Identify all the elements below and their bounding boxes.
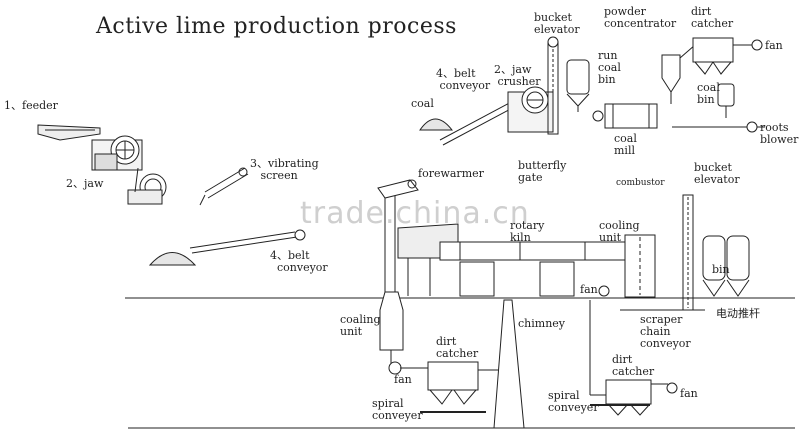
label-coal-mill: coal mill bbox=[614, 132, 637, 157]
coal-mill-drum bbox=[592, 103, 658, 129]
label-fan-mid: fan bbox=[580, 283, 598, 296]
belt-conveyor-low bbox=[189, 229, 306, 254]
dirt-catcher-right-unit bbox=[589, 300, 678, 416]
jaw-crusher-top bbox=[507, 86, 554, 133]
label-powder-concentrator: powder concentrator bbox=[604, 5, 677, 30]
feeder-machine bbox=[37, 124, 101, 141]
label-jaw: 2、jaw bbox=[66, 177, 104, 190]
label-fan-top: fan bbox=[765, 39, 783, 52]
label-rotary-kiln: rotary kiln bbox=[510, 219, 545, 244]
label-spiral-conveyer-left: spiral conveyer bbox=[372, 397, 423, 422]
dirt-catcher-top-unit bbox=[692, 37, 763, 75]
label-bin: bin bbox=[712, 263, 730, 276]
label-roots-blower: roots blower bbox=[760, 121, 799, 146]
label-belt-conveyor-top: 4、belt conveyor bbox=[436, 67, 491, 92]
label-belt-conveyor-low: 4、belt conveyor bbox=[270, 249, 328, 274]
label-scraper-chain-conveyor: scraper chain conveyor bbox=[640, 313, 691, 350]
label-coal: coal bbox=[411, 97, 434, 110]
label-bucket-elevator-top: bucket elevator bbox=[534, 11, 580, 36]
label-cooling-unit-kiln: cooling unit bbox=[599, 219, 640, 244]
cooling-unit-kiln-box bbox=[624, 234, 656, 298]
label-dirt-catcher-left: dirt catcher bbox=[436, 335, 479, 360]
label-combustor: combustor bbox=[616, 178, 665, 188]
coal-bin-tank bbox=[717, 83, 735, 118]
label-coaling-unit: coaling unit bbox=[340, 313, 381, 338]
coaling-unit-column bbox=[379, 291, 404, 375]
stone-pile bbox=[148, 252, 197, 266]
bucket-elevator-top bbox=[547, 36, 559, 135]
label-fan-right: fan bbox=[680, 387, 698, 400]
fan-mid-wheel bbox=[598, 285, 610, 297]
label-dirt-catcher-right: dirt catcher bbox=[612, 353, 655, 378]
label-spiral-conveyer-right: spiral conveyer bbox=[548, 389, 599, 414]
label-electric-pusher: 电动推杆 bbox=[716, 307, 760, 320]
watermark: trade.china.cn bbox=[300, 196, 530, 231]
label-coal-bin: coal bin bbox=[697, 81, 720, 106]
rotary-kiln-body bbox=[397, 223, 641, 297]
jaw-crusher-2 bbox=[127, 167, 167, 205]
coal-pile bbox=[419, 118, 454, 131]
label-jaw-crusher: 2、jaw crusher bbox=[494, 63, 541, 88]
bucket-elevator-right bbox=[682, 194, 694, 311]
label-bucket-elevator-right: bucket elevator bbox=[694, 161, 740, 186]
label-forewarmer: forewarmer bbox=[418, 167, 484, 180]
vibrating-screen-machine bbox=[199, 167, 249, 206]
run-coal-bin-tank bbox=[566, 59, 590, 112]
dirt-catcher-left-unit bbox=[400, 361, 498, 413]
storage-bins bbox=[702, 235, 750, 297]
powder-concentrator-cyclone bbox=[661, 44, 696, 104]
label-feeder: 1、feeder bbox=[4, 99, 58, 112]
roots-blower-unit bbox=[672, 121, 765, 133]
forewarmer-unit bbox=[377, 179, 419, 292]
chimney-stack bbox=[493, 299, 525, 429]
label-butterfly-gate: butterfly gate bbox=[518, 159, 567, 184]
jaw-crusher-1 bbox=[91, 135, 143, 171]
label-chimney: chimney bbox=[518, 317, 566, 330]
label-dirt-catcher-top: dirt catcher bbox=[691, 5, 734, 30]
label-run-coal-bin: run coal bin bbox=[598, 49, 621, 86]
diagram-title: Active lime production process bbox=[96, 14, 457, 39]
label-fan-left: fan bbox=[394, 373, 412, 386]
label-vibrating-screen: 3、vibrating screen bbox=[250, 157, 319, 182]
